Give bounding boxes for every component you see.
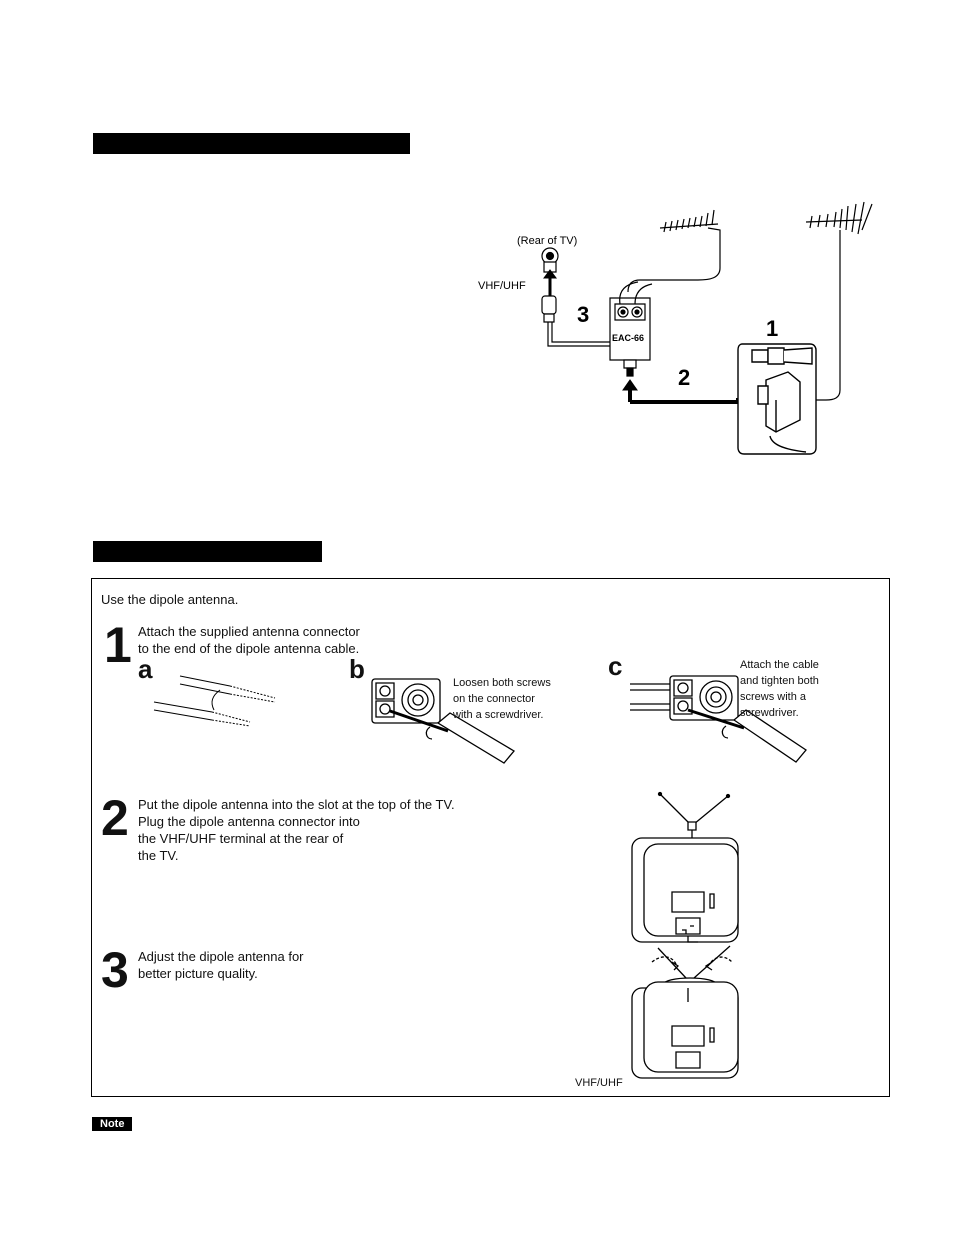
diagram-step-1: 1: [766, 316, 778, 341]
diagram-step-3: 3: [577, 302, 589, 327]
step-2-line-1: Put the dipole antenna into the slot at …: [138, 797, 455, 812]
step-1c-caption-2: and tighten both: [740, 675, 819, 687]
section2-heading-bar: [93, 541, 322, 562]
step-2-line-4: the TV.: [138, 848, 179, 863]
coax-plug-icon: [542, 296, 610, 346]
step-1c-letter: c: [608, 651, 623, 681]
step-1c-caption-1: Attach the cable: [740, 659, 819, 671]
eac66-label: EAC-66: [612, 333, 644, 343]
step-1a-letter: a: [138, 654, 153, 684]
eac66-device-icon: [610, 282, 652, 376]
connector-screwdriver-icon: [368, 675, 520, 765]
step-1c-caption-4: screwdriver.: [740, 707, 799, 719]
step-1-line-1: Attach the supplied antenna connector: [138, 624, 360, 639]
arrow-up-icon: [544, 270, 556, 296]
step-1c-caption-3: screws with a: [740, 691, 807, 703]
intro-text: Use the dipole antenna.: [101, 592, 239, 607]
step-1b-caption-2: on the connector: [453, 693, 535, 705]
dipole-cable-icon: [150, 672, 290, 738]
diagram-step-2: 2: [678, 365, 690, 390]
dipole-cable-illustration: [150, 672, 290, 738]
step-1-line-2: to the end of the dipole antenna cable.: [138, 641, 360, 656]
vhf-uhf-label: VHF/UHF: [478, 280, 526, 292]
eac66-connection-diagram: (Rear of TV) VHF/UHF 3: [470, 200, 890, 465]
inset-adapter-box: [738, 344, 816, 454]
vhf-antenna-icon: [628, 210, 720, 292]
step-3-vhf-uhf-label: VHF/UHF: [575, 1077, 623, 1089]
step-2-line-3: the VHF/UHF terminal at the rear of: [138, 831, 344, 846]
step-3-number: 3: [101, 942, 129, 998]
eac66-diagram-art: (Rear of TV) VHF/UHF 3: [478, 200, 890, 465]
attach-cable-illustration: [630, 672, 810, 764]
tv-adjust-dipole-illustration: [628, 942, 748, 1082]
step-1b-letter: b: [349, 654, 365, 684]
attached-connector-icon: [630, 672, 810, 764]
rear-of-tv-label: (Rear of TV): [517, 235, 577, 247]
dipole-instructions-box: [91, 578, 890, 1097]
step-3-line-2: better picture quality.: [138, 966, 258, 981]
uhf-antenna-icon: [806, 202, 872, 400]
tv-adjust-antenna-icon: [628, 942, 748, 1082]
step-3-line-1: Adjust the dipole antenna for: [138, 949, 304, 964]
step-1-number: 1: [104, 617, 132, 673]
step-2-line-2: Plug the dipole antenna connector into: [138, 814, 360, 829]
step-1b-caption-1: Loosen both screws: [453, 677, 551, 689]
section1-heading-bar: [93, 133, 410, 154]
tv-rear-dipole-icon: [628, 790, 748, 946]
tv-with-dipole-illustration: [628, 790, 748, 946]
note-badge: Note: [92, 1117, 133, 1131]
tv-terminal-icon: [542, 248, 558, 272]
step-2-number: 2: [101, 790, 129, 846]
step-1b-caption-3: with a screwdriver.: [453, 709, 544, 721]
loosen-screws-illustration: [368, 675, 520, 765]
